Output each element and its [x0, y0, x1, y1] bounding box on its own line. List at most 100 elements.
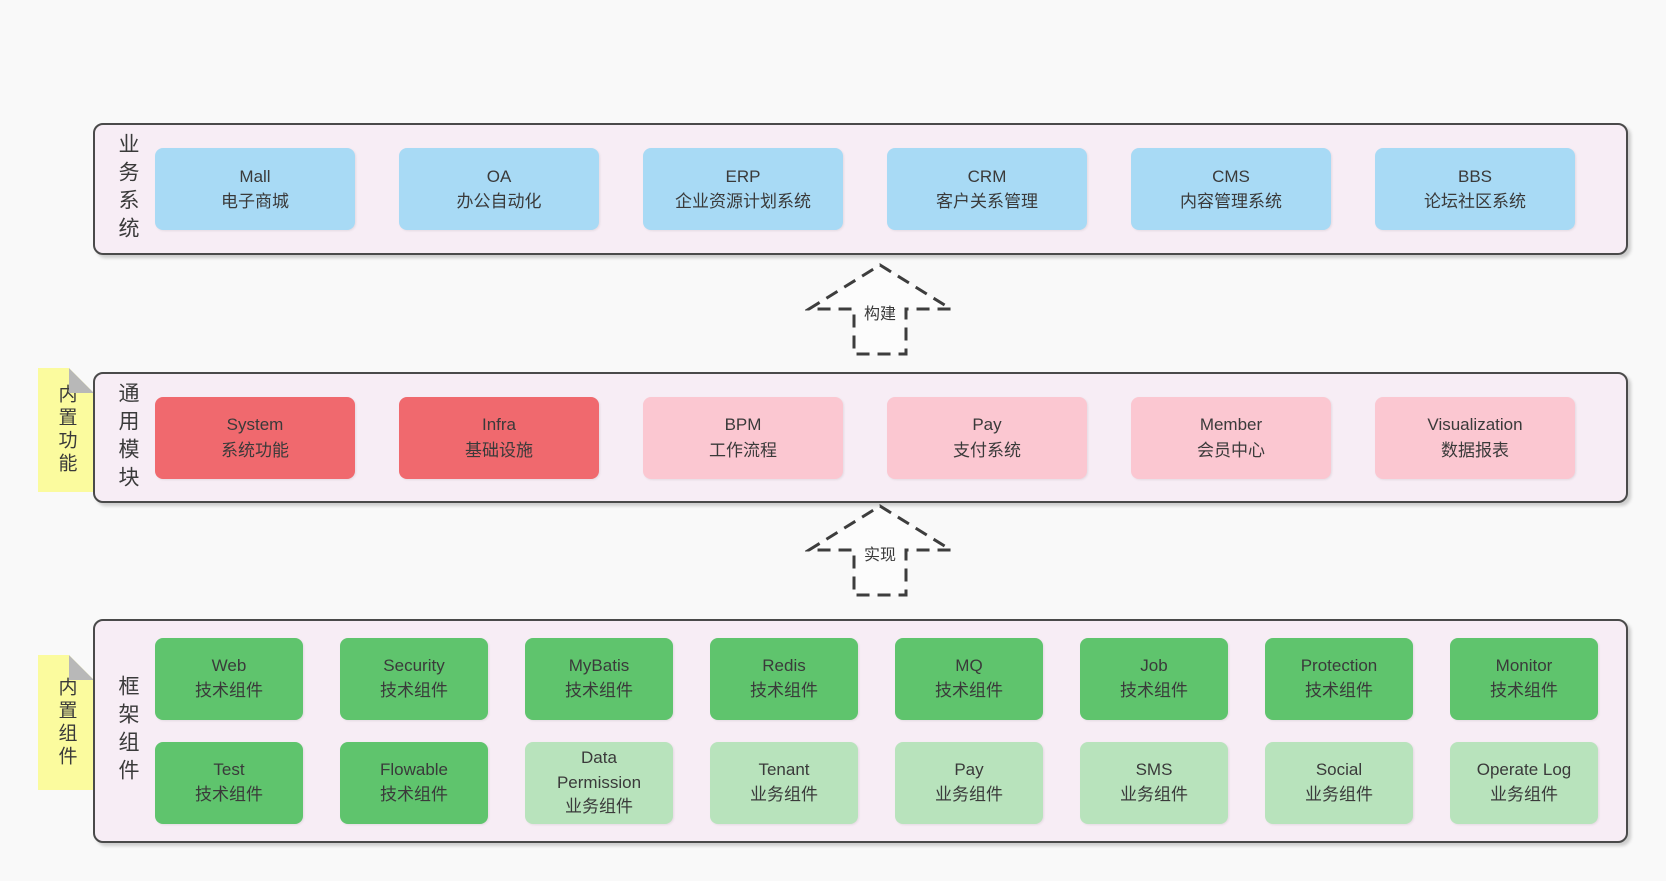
- component-box-title: Monitor: [1495, 656, 1553, 676]
- component-box-title: Operate Log: [1476, 760, 1572, 780]
- band-label-business-systems: 业务系统: [116, 133, 139, 245]
- component-box-subtitle: 技术组件: [1490, 681, 1558, 700]
- module-box-system: System 系统功能: [155, 396, 355, 479]
- component-box-title: MyBatis: [568, 656, 630, 676]
- framework-components-grid: Web 技术组件 Security 技术组件 MyBatis 技术组件 Redi…: [155, 621, 1598, 841]
- component-box-title: Data Permission: [556, 748, 642, 792]
- framework-components-row-2: Test 技术组件 Flowable 技术组件 Data Permission …: [155, 742, 1598, 824]
- component-box-title: SMS: [1135, 760, 1173, 780]
- component-box-subtitle: 业务组件: [750, 785, 818, 804]
- module-box-title: OA: [486, 166, 512, 186]
- sticky-note-label: 内置功能: [55, 384, 77, 476]
- module-box-infra: Infra 基础设施: [399, 396, 599, 479]
- component-box-title: Pay: [954, 760, 984, 780]
- module-box-subtitle: 会员中心: [1197, 440, 1265, 460]
- sticky-note-built-in-components: 内置组件: [38, 655, 94, 790]
- component-box-sms: SMS 业务组件: [1080, 742, 1228, 824]
- sticky-note-built-in-features: 内置功能: [38, 368, 94, 492]
- module-box-subtitle: 内容管理系统: [1180, 192, 1282, 211]
- module-box-visualization: Visualization 数据报表: [1375, 396, 1575, 479]
- module-box-title: Mall: [239, 166, 271, 186]
- module-box-crm: CRM 客户关系管理: [887, 148, 1087, 230]
- business-systems-row: Mall 电子商城 OA 办公自动化 ERP 企业资源计划系统 CRM 客户关系…: [155, 125, 1575, 253]
- component-box-subtitle: 技术组件: [750, 681, 818, 700]
- module-box-subtitle: 办公自动化: [456, 192, 542, 211]
- component-box-subtitle: 技术组件: [1120, 681, 1188, 700]
- band-common-modules: 通用模块 System 系统功能 Infra 基础设施 BPM 工作流程 Pay…: [93, 372, 1628, 503]
- module-box-title: System: [226, 415, 284, 434]
- module-box-title: BBS: [1457, 166, 1493, 186]
- component-box-web: Web 技术组件: [155, 638, 303, 720]
- module-box-title: Pay: [972, 415, 1002, 434]
- component-box-title: Social: [1315, 760, 1363, 780]
- band-label-common-modules: 通用模块: [116, 381, 139, 494]
- module-box-title: Infra: [481, 415, 517, 434]
- module-box-bpm: BPM 工作流程: [643, 396, 843, 479]
- common-modules-row: System 系统功能 Infra 基础设施 BPM 工作流程 Pay 支付系统…: [155, 374, 1575, 501]
- component-box-data-permission: Data Permission 业务组件: [525, 742, 673, 824]
- module-box-title: CRM: [967, 166, 1007, 186]
- sticky-note-label: 内置组件: [55, 676, 77, 769]
- component-box-title: Flowable: [379, 760, 449, 780]
- module-box-subtitle: 企业资源计划系统: [675, 192, 811, 211]
- component-box-job: Job 技术组件: [1080, 638, 1228, 720]
- module-box-title: BPM: [724, 415, 762, 434]
- component-box-flowable: Flowable 技术组件: [340, 742, 488, 824]
- folded-corner-icon: [69, 655, 94, 680]
- framework-components-row-1: Web 技术组件 Security 技术组件 MyBatis 技术组件 Redi…: [155, 638, 1598, 720]
- module-box-subtitle: 系统功能: [221, 440, 289, 460]
- component-box-title: Redis: [762, 656, 806, 676]
- module-box-subtitle: 基础设施: [465, 440, 533, 460]
- component-box-title: MQ: [955, 656, 983, 676]
- component-box-test: Test 技术组件: [155, 742, 303, 824]
- band-label-framework-components: 框架组件: [116, 675, 139, 787]
- component-box-redis: Redis 技术组件: [710, 638, 858, 720]
- arrow-label: 构建: [859, 300, 901, 324]
- module-box-subtitle: 客户关系管理: [936, 192, 1038, 211]
- module-box-mall: Mall 电子商城: [155, 148, 355, 230]
- arrow-label: 实现: [859, 541, 901, 565]
- module-box-pay: Pay 支付系统: [887, 396, 1087, 479]
- component-box-operate-log: Operate Log 业务组件: [1450, 742, 1598, 824]
- module-box-title: Member: [1199, 415, 1263, 434]
- module-box-title: Visualization: [1427, 415, 1523, 434]
- folded-corner-icon: [69, 368, 94, 393]
- component-box-subtitle: 业务组件: [565, 797, 633, 817]
- band-framework-components: 框架组件 Web 技术组件 Security 技术组件 MyBatis 技术组件…: [93, 619, 1628, 843]
- module-box-subtitle: 支付系统: [953, 440, 1021, 460]
- component-box-title: Web: [211, 656, 247, 676]
- component-box-tenant: Tenant 业务组件: [710, 742, 858, 824]
- component-box-subtitle: 技术组件: [195, 785, 263, 804]
- module-box-bbs: BBS 论坛社区系统: [1375, 148, 1575, 230]
- component-box-mq: MQ 技术组件: [895, 638, 1043, 720]
- module-box-title: ERP: [725, 166, 761, 186]
- component-box-title: Job: [1140, 656, 1168, 676]
- component-box-title: Protection: [1300, 656, 1378, 676]
- component-box-monitor: Monitor 技术组件: [1450, 638, 1598, 720]
- component-box-subtitle: 业务组件: [1490, 785, 1558, 804]
- module-box-subtitle: 论坛社区系统: [1424, 192, 1526, 211]
- component-box-title: Tenant: [758, 760, 810, 780]
- component-box-subtitle: 技术组件: [565, 681, 633, 700]
- module-box-oa: OA 办公自动化: [399, 148, 599, 230]
- component-box-subtitle: 技术组件: [935, 681, 1003, 700]
- component-box-subtitle: 技术组件: [380, 681, 448, 700]
- module-box-subtitle: 工作流程: [709, 440, 777, 460]
- implement-arrow-icon: 实现: [805, 503, 955, 603]
- module-box-member: Member 会员中心: [1131, 396, 1331, 479]
- component-box-subtitle: 技术组件: [1305, 681, 1373, 700]
- component-box-pay: Pay 业务组件: [895, 742, 1043, 824]
- component-box-social: Social 业务组件: [1265, 742, 1413, 824]
- component-box-title: Test: [213, 760, 245, 780]
- component-box-subtitle: 业务组件: [1305, 785, 1373, 804]
- module-box-erp: ERP 企业资源计划系统: [643, 148, 843, 230]
- component-box-subtitle: 业务组件: [1120, 785, 1188, 804]
- module-box-cms: CMS 内容管理系统: [1131, 148, 1331, 230]
- build-arrow-icon: 构建: [805, 262, 955, 362]
- module-box-subtitle: 电子商城: [221, 192, 289, 211]
- component-box-subtitle: 技术组件: [195, 681, 263, 700]
- component-box-subtitle: 业务组件: [935, 785, 1003, 804]
- component-box-subtitle: 技术组件: [380, 785, 448, 804]
- component-box-mybatis: MyBatis 技术组件: [525, 638, 673, 720]
- module-box-subtitle: 数据报表: [1441, 440, 1509, 460]
